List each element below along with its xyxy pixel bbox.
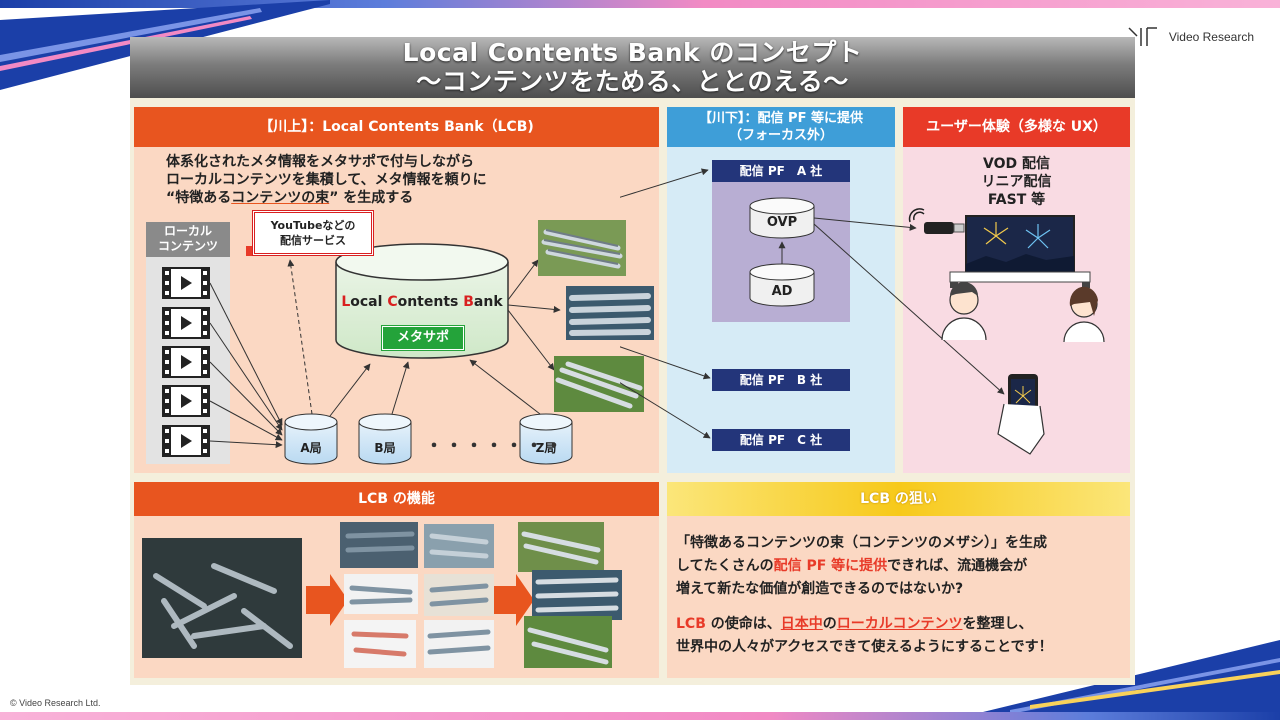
process-arrow-2 — [492, 574, 534, 626]
desc-line-2: ローカルコンテンツを集積して、メタ情報を頼りに — [166, 172, 487, 188]
viewer-woman-icon — [1063, 286, 1105, 343]
lcb-ank: ank — [473, 294, 503, 310]
downstream-header: 【川下】：配信 PF 等に提供 （フォーカス外） — [667, 107, 895, 147]
ad-label: AD — [771, 284, 793, 299]
lcb-initial-b: B — [463, 294, 474, 310]
lcb-ocal: ocal — [350, 294, 388, 310]
copyright: © Video Research Ltd. — [10, 698, 101, 708]
platform-c-label: 配信 PF C 社 — [712, 429, 850, 451]
ux-linear: リニア配信 — [981, 174, 1052, 190]
function-illustration — [142, 522, 622, 668]
video-icons — [162, 267, 210, 457]
station-z-icon — [519, 413, 573, 465]
slide-title: Local Contents Bank のコンセプト ～コンテンツをためる、とと… — [130, 37, 1135, 98]
goal-line-2-highlight: 配信 PF 等に提供 — [773, 558, 888, 574]
lcb-name: Local Contents Bank — [336, 294, 508, 310]
process-arrow-1 — [306, 574, 348, 626]
lcb-ontents: ontents — [397, 294, 464, 310]
local-contents-column — [146, 222, 230, 464]
fish-bundle-image — [566, 286, 654, 340]
bundle-arrows — [507, 259, 561, 371]
smartphone-icon — [997, 374, 1045, 455]
platform-a-label: 配信 PF A 社 — [712, 160, 850, 182]
goal-nationwide: 日本中 — [780, 616, 823, 632]
bundled-fish-image — [518, 522, 622, 668]
goal-mission: の使命は、 — [705, 616, 781, 632]
sorted-fish-image — [340, 522, 494, 668]
device-arrows — [813, 217, 1005, 395]
station-b-icon — [358, 413, 412, 465]
ingest-arrows — [209, 282, 283, 449]
desc-line-3-post: ” を生成する — [329, 190, 414, 206]
upstream-diagram — [162, 220, 654, 465]
video-icon — [162, 267, 210, 299]
video-icon — [162, 385, 210, 417]
ux-vod: VOD 配信 — [983, 156, 1050, 172]
ad-database-icon — [749, 263, 815, 307]
desc-line-3-emphasis: コンテンツの束 — [231, 190, 330, 206]
fish-bundle-image — [538, 220, 626, 276]
goal-local-contents: ローカルコンテンツ — [836, 616, 963, 632]
station-a-icon — [284, 413, 338, 465]
video-icon — [162, 307, 210, 339]
goal-header: LCB の狙い — [667, 482, 1130, 516]
streaming-stick-icon — [908, 208, 965, 234]
ux-delivery-types: VOD 配信 リニア配信 FAST 等 — [903, 155, 1130, 209]
title-line-2: ～コンテンツをためる、ととのえる～ — [416, 67, 849, 96]
goal-line-2: してたくさんの配信 PF 等に提供できれば、流通機会が — [676, 555, 1126, 578]
goal-line-2-post: できれば、流通機会が — [887, 558, 1028, 574]
logo-text: Video Research — [1168, 30, 1254, 44]
desc-line-1: 体系化されたメタ情報をメタサポで付与しながら — [166, 154, 474, 170]
video-icon — [162, 346, 210, 378]
station-b-label: B局 — [374, 441, 396, 455]
ovp-database-icon — [749, 197, 815, 239]
tv-icon — [949, 215, 1091, 288]
upstream-header: 【川上】：Local Contents Bank（LCB) — [134, 107, 659, 147]
desc-line-3: “特徴あるコンテンツの束” を生成する — [166, 189, 636, 207]
lcb-initial-c: C — [387, 294, 398, 310]
station-arrows — [329, 359, 541, 417]
youtube-accent — [246, 246, 252, 256]
title-line-1: Local Contents Bank のコンセプト — [402, 38, 863, 67]
goal-line-5: 世界中の人々がアクセスできて使えるようにすることです！ — [676, 639, 1053, 655]
ux-fast: FAST 等 — [987, 192, 1046, 208]
goal-gap — [676, 601, 1126, 613]
platform-arrows — [620, 168, 711, 439]
lcb-initial-l: L — [341, 294, 351, 310]
station-ellipsis: ・・・・・・・ — [425, 436, 565, 457]
station-a-label: A局 — [300, 441, 322, 455]
video-icon — [162, 425, 210, 457]
distribution-diagram — [620, 168, 1105, 455]
goal-lcb: LCB — [676, 616, 706, 632]
goal-no: の — [822, 616, 837, 632]
goal-line-2-pre: してたくさんの — [676, 558, 774, 574]
desc-line-3-pre: “特徴ある — [166, 190, 232, 206]
viewer-man-icon — [941, 282, 987, 341]
dashed-arrow-to-youtube — [287, 259, 313, 415]
raw-catch-image — [142, 538, 302, 658]
logo-mark-icon — [1128, 27, 1157, 46]
platform-b-label: 配信 PF B 社 — [712, 369, 850, 391]
fish-bundle-image — [554, 356, 644, 412]
goal-line-1: 「特徴あるコンテンツの束（コンテンツのメザシ）」を生成 — [676, 535, 1047, 551]
ovp-label: OVP — [766, 215, 798, 230]
ux-header: ユーザー体験（多様な UX） — [903, 107, 1130, 147]
bottom-stripe — [0, 712, 1280, 720]
goal-line-3: 増えて新たな価値が創造できるのではないか? — [676, 581, 964, 597]
lcb-database-icon — [335, 243, 509, 359]
youtube-service-box: YouTubeなどの 配信サービス — [252, 210, 374, 256]
local-contents-header: ローカル コンテンツ — [146, 222, 230, 257]
company-logo: Video Research — [1127, 26, 1254, 48]
metasapo-badge: メタサポ — [382, 326, 464, 350]
station-z-label: Z局 — [535, 441, 557, 455]
goal-organize: を整理し、 — [962, 616, 1033, 632]
function-header: LCB の機能 — [134, 482, 659, 516]
upstream-description: 体系化されたメタ情報をメタサポで付与しながら ローカルコンテンツを集積して、メタ… — [166, 153, 636, 207]
goal-text: 「特徴あるコンテンツの束（コンテンツのメザシ）」を生成 してたくさんの配信 PF… — [676, 532, 1126, 659]
goal-line-4: LCB の使命は、日本中のローカルコンテンツを整理し、 — [676, 613, 1126, 636]
top-stripe — [0, 0, 1280, 8]
